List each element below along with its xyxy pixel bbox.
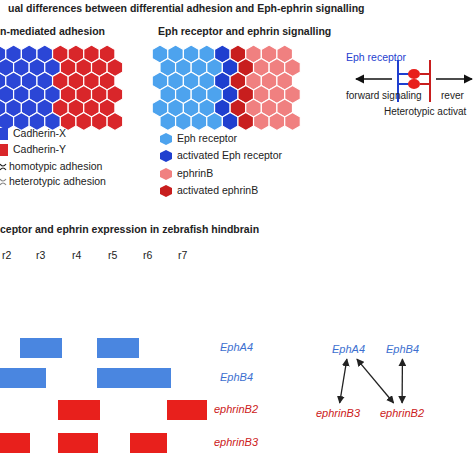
expression-bar — [20, 338, 62, 358]
row-label: ephrinB2 — [214, 403, 258, 415]
homotypic-symbol — [0, 164, 6, 170]
legend-text: activated Eph receptor — [177, 150, 282, 162]
ephrin-oval — [408, 69, 420, 79]
hex-cell — [269, 113, 285, 131]
panel-heading: ceptor and ephrin expression in zebrafis… — [0, 224, 259, 236]
legend-item: activated ephrinB — [160, 185, 258, 197]
legend-swatch — [160, 185, 172, 197]
legend-item: Eph receptor — [160, 133, 237, 145]
hex-cell — [92, 113, 108, 131]
expression-bar — [0, 368, 46, 388]
legend-text: homotypic adhesion — [9, 161, 102, 173]
legend-text: activated ephrinB — [177, 185, 258, 197]
legend-item: ephrinB — [160, 168, 213, 180]
ligand-stub — [420, 83, 430, 85]
gene-node: EphA4 — [330, 342, 367, 356]
expression-bar — [58, 433, 98, 453]
legend-swatch — [0, 144, 8, 156]
hex-cell — [191, 113, 207, 131]
ligand-stub — [420, 73, 430, 75]
note: Heterotypic activat — [384, 106, 466, 117]
column-label: r6 — [143, 250, 152, 262]
signal-name: forward signaling — [346, 90, 422, 101]
hex-cell — [107, 113, 123, 131]
expression-bar — [58, 400, 100, 420]
forward-arrow — [356, 78, 392, 79]
cadherin-grid — [0, 45, 123, 131]
legend-text: Cadherin-Y — [13, 144, 66, 156]
legend-text: Eph receptor — [177, 133, 237, 145]
expression-bar — [0, 433, 30, 453]
row-label: ephrinB3 — [214, 436, 258, 448]
cell-membrane — [429, 60, 431, 102]
gene-node: EphB4 — [384, 342, 421, 356]
adhesion-symbols — [0, 164, 6, 185]
panel-heading: Eph receptor and ephrin signalling — [158, 26, 331, 38]
part-name: Eph receptor — [346, 52, 406, 64]
signal-name: rever — [441, 90, 464, 101]
gene-node: ephrinB2 — [378, 406, 426, 420]
column-label: r3 — [36, 250, 45, 262]
gene-node: ephrinB3 — [314, 406, 362, 420]
row-label: EphA4 — [220, 341, 253, 353]
interaction-arrow — [357, 359, 394, 403]
hex-cell — [254, 113, 270, 131]
hex-cell — [176, 113, 192, 131]
gene-name: EphA4 — [332, 343, 365, 355]
row-label: EphB4 — [220, 371, 253, 383]
expression-bar — [97, 368, 171, 388]
legend-item: Cadherin-X — [0, 128, 66, 140]
legend-item: heterotypic adhesion — [9, 176, 106, 188]
hex-cell — [160, 113, 176, 131]
interaction-arrow — [401, 359, 403, 403]
legend-swatch — [160, 133, 172, 145]
interaction-arrow — [340, 359, 347, 403]
legend-swatch — [160, 168, 172, 180]
reverse-arrow — [436, 78, 472, 79]
legend-item: Cadherin-Y — [0, 144, 66, 156]
hex-cell — [207, 113, 223, 131]
hex-grids — [0, 45, 300, 131]
legend-swatch — [0, 128, 8, 140]
gene-name: ephrinB3 — [316, 407, 360, 419]
column-label: r7 — [178, 250, 187, 262]
expression-bars — [0, 338, 207, 453]
gene-name: ephrinB2 — [380, 407, 424, 419]
column-label: r4 — [72, 250, 81, 262]
column-label: r5 — [108, 250, 117, 262]
hex-cell — [238, 113, 254, 131]
heterotypic-symbol — [0, 179, 6, 185]
gene-name: EphB4 — [386, 343, 419, 355]
expression-bar — [130, 433, 167, 453]
legend-item: homotypic adhesion — [9, 161, 102, 173]
panel-heading: n-mediated adhesion — [0, 26, 105, 38]
hex-cell — [222, 113, 238, 131]
column-label: r2 — [2, 250, 11, 262]
hex-cell — [76, 113, 92, 131]
legend-item: activated Eph receptor — [160, 150, 282, 162]
eph-grid — [152, 45, 300, 131]
ephrin-oval — [408, 79, 420, 89]
legend-text: Cadherin-X — [13, 128, 66, 140]
figure-title: ual differences between differential adh… — [8, 3, 364, 15]
legend-text: heterotypic adhesion — [9, 176, 106, 188]
hex-cell — [285, 113, 301, 131]
expression-bar — [97, 338, 139, 358]
expression-bar — [167, 400, 207, 420]
legend-swatch — [160, 150, 172, 162]
legend-text: ephrinB — [177, 168, 213, 180]
